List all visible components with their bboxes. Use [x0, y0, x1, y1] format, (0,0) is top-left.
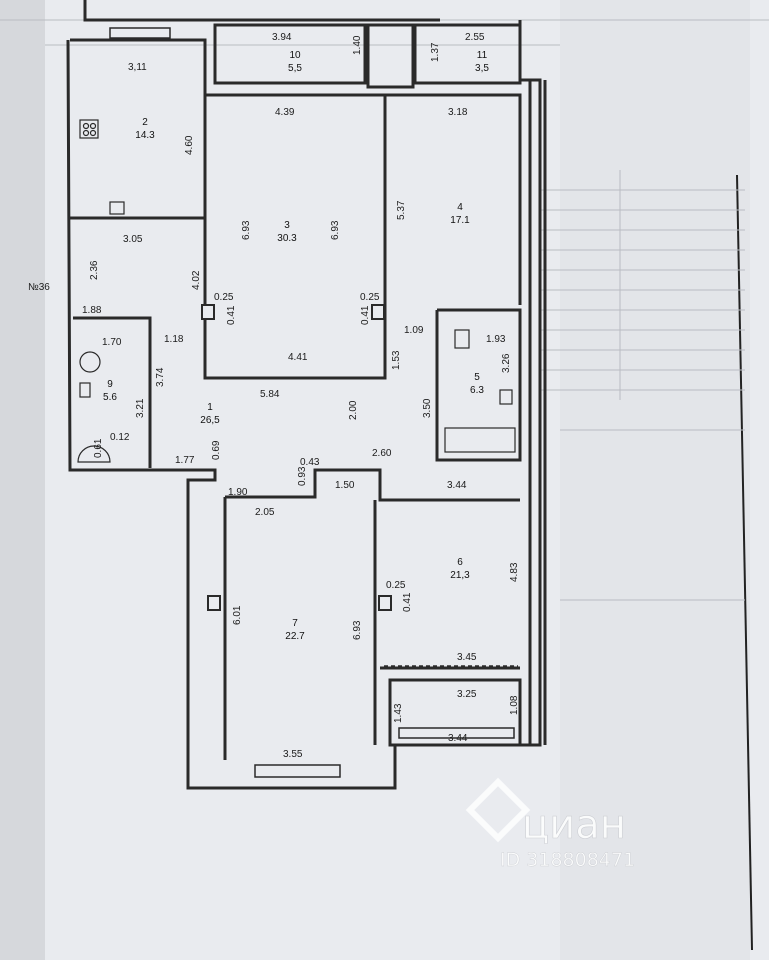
room-number: 10 [289, 50, 301, 61]
dimension-label: 0.41 [402, 592, 413, 612]
dimension-label: 0.41 [226, 305, 237, 325]
underlying-sheet [560, 0, 750, 960]
dimension-label: 1.70 [102, 337, 122, 348]
windows [109, 27, 515, 778]
dimension-labels: 3.94 1.40 2.55 1.37 3,11 4.60 4.39 3.18 … [82, 32, 520, 760]
dimension-label: 1.50 [335, 480, 355, 491]
dimension-label: 0.41 [360, 305, 371, 325]
room-area: 5,5 [288, 63, 302, 74]
room-area: 17.1 [450, 215, 470, 226]
shower-icon [77, 445, 111, 463]
dimension-label: 5.84 [260, 389, 280, 400]
room-number: 1 [207, 402, 213, 413]
dimension-label: 3.44 [447, 480, 467, 491]
room-area: 6.3 [470, 385, 484, 396]
room-area: 21,3 [450, 570, 470, 581]
dimension-label: 1.93 [486, 334, 506, 345]
dimension-label: 1.40 [352, 35, 363, 55]
room-number: 2 [142, 117, 148, 128]
dimension-label: 6.93 [241, 220, 252, 240]
dimension-label: 1.53 [391, 350, 402, 370]
dimension-label: 1.09 [404, 325, 424, 336]
dimension-label: 1.77 [175, 455, 195, 466]
room-number: 9 [107, 379, 113, 390]
sheet-edge [736, 174, 753, 951]
dimension-label: 4.41 [288, 352, 308, 363]
dimension-label: 2.05 [255, 507, 275, 518]
dimension-label: 0.93 [297, 466, 308, 486]
room-area: 3,5 [475, 63, 489, 74]
watermark: циан ID 318808471 [465, 777, 635, 871]
dimension-label: 4.83 [509, 562, 520, 582]
dimension-label: 2.60 [372, 448, 392, 459]
toilet-icon [454, 329, 470, 349]
dimension-label: 3.21 [135, 398, 146, 418]
dimension-label: 3.55 [283, 749, 303, 760]
dimension-label: 2.36 [89, 260, 100, 280]
sink-icon [109, 201, 125, 215]
dimension-label: 1.18 [164, 334, 184, 345]
dimension-label: 0.61 [93, 438, 104, 458]
stove-icon [79, 119, 99, 139]
fixtures [77, 119, 516, 463]
room-number: 5 [474, 372, 480, 383]
dimension-label: 2.00 [348, 400, 359, 420]
dimension-label: 0.25 [386, 580, 406, 591]
dimension-label: 6.01 [232, 605, 243, 625]
dimension-label: 3.05 [123, 234, 143, 245]
dashed-openings [210, 94, 518, 667]
watermark-id: ID 318808471 [500, 849, 635, 871]
dimension-label: 3.18 [448, 107, 468, 118]
cian-logo-icon [465, 777, 531, 843]
dimension-label: 1.90 [228, 487, 248, 498]
dimension-label: 3.44 [448, 733, 468, 744]
bathtub-icon [444, 427, 516, 453]
dimension-label: 4.60 [184, 135, 195, 155]
dimension-label: 3.50 [422, 398, 433, 418]
dimension-label: 3.74 [155, 367, 166, 387]
room-area: 30.3 [277, 233, 297, 244]
washbasin-icon [499, 389, 513, 405]
dimension-label: 4.39 [275, 107, 295, 118]
dimension-label: 0.69 [211, 440, 222, 460]
room-number: 11 [477, 50, 488, 61]
apartment-label: №36 [28, 282, 50, 293]
walls [66, 0, 547, 790]
dimension-label: 6.93 [352, 620, 363, 640]
dimension-label: 3.25 [457, 689, 477, 700]
dimension-label: 5.37 [396, 200, 407, 220]
room-area: 14.3 [135, 130, 155, 141]
dimension-label: 0.25 [214, 292, 234, 303]
toilet-wc-icon [79, 351, 101, 373]
room-number: 6 [457, 557, 463, 568]
room-area: 5.6 [103, 392, 117, 403]
room-number: 3 [284, 220, 290, 231]
dimension-label: 3,11 [128, 62, 147, 73]
room-number: 7 [292, 618, 298, 629]
watermark-brand: циан [522, 802, 626, 848]
room-area: 26,5 [200, 415, 220, 426]
dimension-label: 3.45 [457, 652, 477, 663]
dimension-label: 1.37 [430, 42, 441, 62]
left-page-edge [0, 0, 45, 960]
wc-basin-icon [79, 382, 91, 398]
dimension-label: 2.55 [465, 32, 485, 43]
dimension-label: 1.43 [393, 703, 404, 723]
columns [201, 304, 392, 611]
room-number: 4 [457, 202, 463, 213]
dimension-label: 6.93 [330, 220, 341, 240]
dimension-label: 0.12 [110, 432, 130, 443]
room-area: 22.7 [285, 631, 305, 642]
dimension-label: 0.25 [360, 292, 380, 303]
dimension-label: 1.88 [82, 305, 102, 316]
dimension-label: 0.43 [300, 457, 320, 468]
dimension-label: 3.26 [501, 353, 512, 373]
dimension-label: 1.08 [509, 695, 520, 715]
room-labels: 2 14.3 3 30.3 4 17.1 5 6.3 6 21,3 7 22.7… [103, 50, 489, 642]
dimension-label: 4.02 [191, 270, 202, 290]
dimension-label: 3.94 [272, 32, 292, 43]
